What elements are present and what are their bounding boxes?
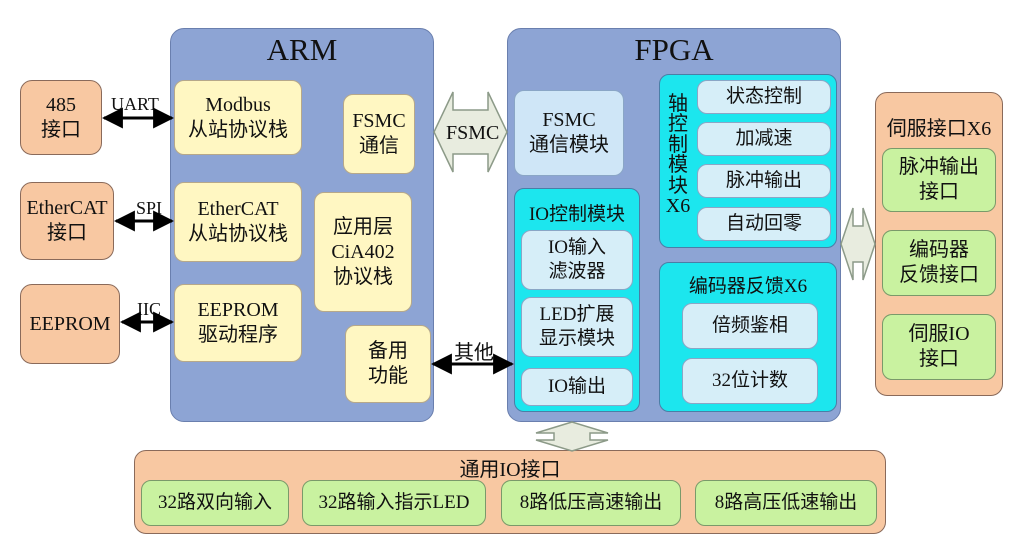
encoder-freq-phase: 倍频鉴相	[682, 303, 818, 349]
servo-io: 伺服IO 接口	[882, 314, 996, 380]
general-io-block-arrow	[535, 421, 609, 452]
io-output: IO输出	[521, 368, 633, 406]
axis-accel-decel: 加减速	[697, 122, 831, 156]
app-layer-cia402: 应用层 CiA402 协议栈	[314, 192, 412, 312]
servo-block-arrow	[840, 207, 876, 281]
axis-state-control: 状态控制	[697, 80, 831, 114]
io-8-hv-ls-output: 8路高压低速输出	[695, 480, 877, 526]
servo-title: 伺服接口X6	[886, 118, 992, 140]
io-control-title: IO控制模块	[528, 204, 626, 225]
arm-title: ARM	[266, 32, 338, 67]
io-8-lv-hs-output: 8路低压高速输出	[501, 480, 681, 526]
eeprom-driver: EEPROM 驱动程序	[174, 284, 302, 362]
axis-pulse-output: 脉冲输出	[697, 164, 831, 198]
port-485: 485 接口	[20, 80, 102, 155]
modbus-stack: Modbus 从站协议栈	[174, 80, 302, 155]
axis-control-label: 轴 控 制 模 块 X6	[665, 93, 691, 217]
port-eeprom: EEPROM	[20, 284, 120, 364]
spi-label: SPI	[136, 198, 163, 218]
axis-auto-home: 自动回零	[697, 207, 831, 241]
fpga-title: FPGA	[634, 32, 714, 67]
spare-function: 备用 功能	[345, 325, 431, 403]
other-link-label: 其他	[454, 342, 494, 364]
encoder-title: 编码器反馈X6	[688, 276, 808, 297]
io-32-bidir-input: 32路双向输入	[141, 480, 289, 526]
fsmc-link-label: FSMC	[446, 122, 500, 144]
io-32-input-led: 32路输入指示LED	[302, 480, 486, 526]
general-io-title: 通用IO接口	[459, 459, 561, 481]
iic-label: IIC	[137, 299, 161, 319]
fsmc-module: FSMC 通信模块	[514, 90, 624, 176]
port-ethercat: EtherCAT 接口	[20, 182, 114, 260]
encoder-32bit-count: 32位计数	[682, 358, 818, 404]
io-input-filter: IO输入 滤波器	[521, 230, 633, 290]
uart-label: UART	[111, 94, 159, 114]
servo-encoder-feedback: 编码器 反馈接口	[882, 230, 996, 296]
servo-pulse-output: 脉冲输出 接口	[882, 148, 996, 212]
ethercat-stack: EtherCAT 从站协议栈	[174, 182, 302, 262]
led-display-module: LED扩展 显示模块	[521, 297, 633, 357]
fsmc-comm: FSMC 通信	[343, 94, 415, 174]
